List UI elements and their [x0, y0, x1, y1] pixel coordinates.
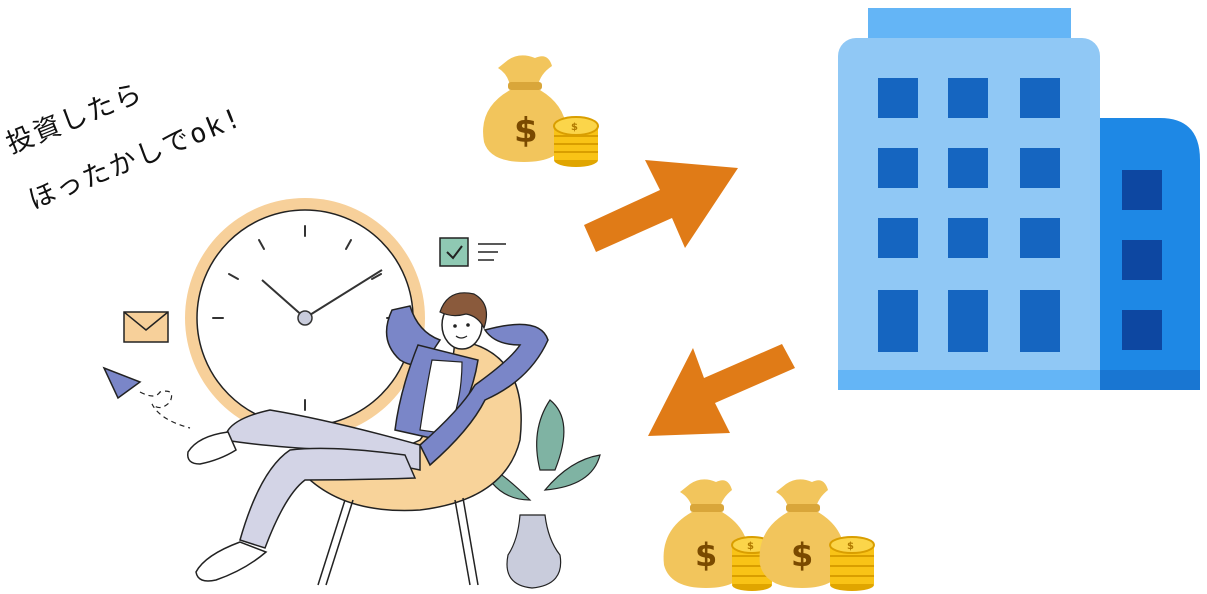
svg-text:$: $: [847, 541, 854, 552]
checked-task-icon: [439, 237, 506, 267]
arrow-down-left-icon: [648, 344, 795, 436]
clock-icon: [185, 198, 425, 438]
svg-text:$: $: [747, 541, 754, 552]
paper-plane-icon: [102, 366, 191, 429]
relaxing-person: [187, 292, 549, 582]
svg-text:$: $: [695, 536, 717, 574]
svg-text:$: $: [514, 111, 538, 151]
money-bag-with-coins-icon: $ $: [483, 55, 599, 167]
svg-text:$: $: [571, 122, 578, 133]
two-money-bags-with-coins-icon: $ $ $ $: [663, 479, 875, 591]
arrow-up-right-icon: [584, 160, 738, 252]
office-building-icon: [838, 8, 1200, 390]
svg-text:$: $: [791, 536, 813, 574]
envelope-icon: [123, 311, 169, 343]
